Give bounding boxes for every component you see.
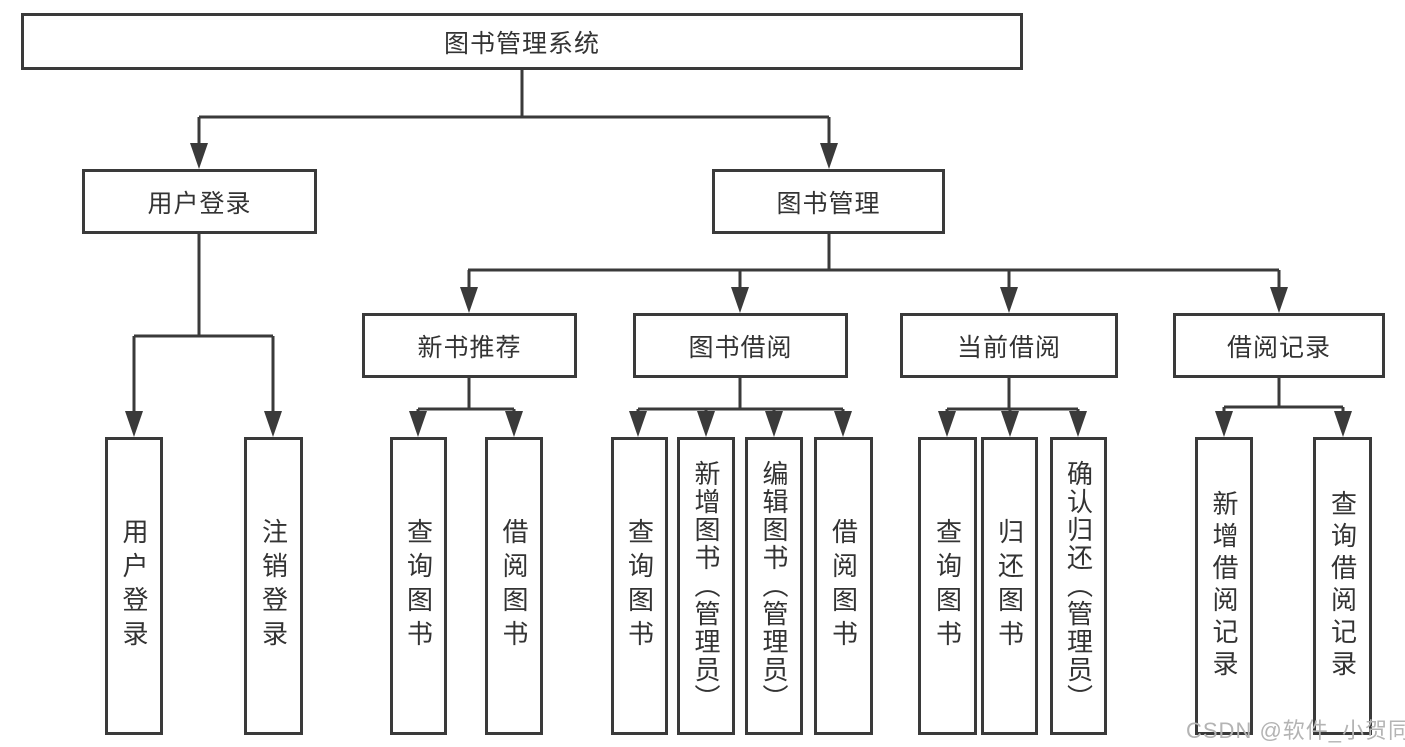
leaf-logout-label: 注销登录 [258,518,289,654]
leaf-borrow-books-recommend-label: 借阅图书 [499,518,529,654]
leaf-query-books-current-label: 查询图书 [932,518,963,654]
node-book-borrow: 图书借阅 [633,313,848,378]
leaf-return-book: 归还图书 [981,437,1038,735]
csdn-watermark: CSDN @软件_小贺同学 [1186,718,1405,743]
leaf-borrow-books-recommend: 借阅图书 [485,437,543,735]
node-current-borrow: 当前借阅 [900,313,1118,378]
node-borrow-records: 借阅记录 [1173,313,1385,378]
leaf-query-books-borrow-label: 查询图书 [624,518,655,654]
node-new-book-recommend: 新书推荐 [362,313,577,378]
node-book-management: 图书管理 [712,169,945,234]
leaf-edit-book-admin: 编辑图书（管理员） [745,437,803,735]
leaf-query-borrow-record-label: 查询借阅记录 [1327,490,1358,682]
leaf-add-borrow-record: 新增借阅记录 [1195,437,1253,735]
leaf-add-book-admin: 新增图书（管理员） [677,437,735,735]
leaf-add-borrow-record-label: 新增借阅记录 [1209,490,1239,682]
leaf-add-book-admin-label: 新增图书（管理员） [691,460,721,712]
leaf-query-books-recommend: 查询图书 [390,437,447,735]
leaf-query-books-recommend-label: 查询图书 [403,518,434,654]
leaf-confirm-return-admin: 确认归还（管理员） [1050,437,1107,735]
leaf-borrow-books-label: 借阅图书 [828,518,859,654]
leaf-query-books-current: 查询图书 [918,437,977,735]
leaf-edit-book-admin-label: 编辑图书（管理员） [759,460,789,712]
leaf-borrow-books: 借阅图书 [814,437,873,735]
leaf-return-book-label: 归还图书 [994,518,1025,654]
node-root: 图书管理系统 [21,13,1023,70]
leaf-user-login: 用户登录 [105,437,163,735]
leaf-confirm-return-admin-label: 确认归还（管理员） [1063,460,1094,712]
leaf-logout: 注销登录 [244,437,303,735]
leaf-user-login-label: 用户登录 [119,518,149,654]
leaf-query-books-borrow: 查询图书 [611,437,668,735]
leaf-query-borrow-record: 查询借阅记录 [1313,437,1372,735]
node-user-login: 用户登录 [82,169,317,234]
